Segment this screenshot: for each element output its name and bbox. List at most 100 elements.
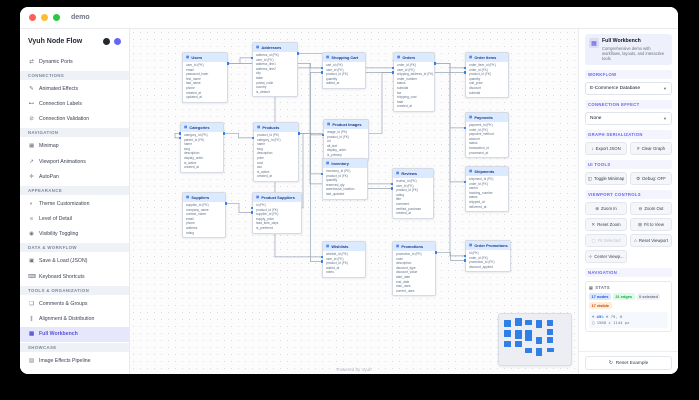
connection-handle[interactable]	[250, 206, 254, 210]
connection-handle[interactable]	[250, 56, 254, 60]
sidebar-item-dynamic-ports[interactable]: ⇄Dynamic Ports	[20, 54, 129, 69]
sidebar-item-full-workbench[interactable]: ▦Full Workbench	[20, 326, 129, 342]
connection-handle[interactable]	[391, 66, 395, 70]
node-header[interactable]: ▦Order Promotions	[466, 241, 510, 250]
brand-dot-icon[interactable]	[114, 37, 121, 45]
node-header[interactable]: ▦Order Items	[466, 53, 508, 62]
zoom-in-button[interactable]: ⊕ Zoom In	[585, 202, 627, 216]
connection-handle[interactable]	[391, 71, 395, 74]
connection-handle[interactable]	[433, 62, 437, 65]
workflow-select[interactable]: E-Commerce Database ▼	[585, 82, 672, 96]
connection-handle[interactable]	[463, 71, 467, 74]
connection-handle[interactable]	[178, 132, 182, 135]
connection-handle[interactable]	[320, 172, 324, 176]
connection-handle[interactable]	[222, 132, 226, 135]
sidebar-item-connection-labels[interactable]: ⊷Connection Labels	[20, 96, 129, 111]
connection-handle[interactable]	[320, 71, 324, 74]
node-header[interactable]: ▦Addresses	[253, 43, 297, 52]
node-header[interactable]: ▦Orders	[394, 53, 434, 62]
export-json-button[interactable]: ↓ Export JSON	[585, 142, 627, 156]
sidebar-item-animated-effects[interactable]: ✎Animated Effects	[20, 81, 129, 96]
node-header[interactable]: ▦Product Suppliers	[253, 193, 301, 202]
node-header[interactable]: ▦Shipments	[466, 167, 508, 176]
connection-handle[interactable]	[296, 52, 300, 55]
clear-graph-button[interactable]: # Clear Graph	[630, 142, 672, 156]
node-header[interactable]: ▦Wishlists	[323, 242, 365, 251]
node-header[interactable]: ▦Products	[254, 123, 298, 132]
connection-handle[interactable]	[463, 180, 467, 184]
debug-toggle-button[interactable]: ⚙ Debug: OFF	[630, 172, 672, 186]
sidebar-item-autopan[interactable]: ✛AutoPan	[20, 169, 129, 184]
sidebar-item-image-effects-pipeline[interactable]: ▨Image Effects Pipeline	[20, 354, 129, 369]
connection-effect-select[interactable]: None ▼	[585, 112, 672, 126]
minimize-window-icon[interactable]	[41, 14, 48, 21]
connection-handle[interactable]	[463, 259, 467, 262]
sidebar-item-alignment-distribution[interactable]: ∥Alignment & Distribution	[20, 311, 129, 326]
connection-handle[interactable]	[434, 251, 438, 254]
connection-handle[interactable]	[320, 66, 324, 70]
node-header[interactable]: ▦Shopping Cart	[323, 53, 365, 62]
connection-handle[interactable]	[390, 187, 394, 190]
zoom-out-button[interactable]: ⊖ Zoom Out	[630, 202, 672, 216]
reset-viewport-button[interactable]: ⌂ Reset Viewport	[630, 234, 672, 248]
sidebar-item-visibility-toggling[interactable]: ◉Visibility Toggling	[20, 227, 129, 242]
connection-handle[interactable]	[320, 260, 324, 263]
node-header[interactable]: ▦Payments	[466, 113, 508, 122]
fullscreen-window-icon[interactable]	[53, 14, 60, 21]
connection-handle[interactable]	[321, 133, 325, 137]
connection-handle[interactable]	[297, 132, 301, 135]
connection-handle[interactable]	[390, 182, 394, 186]
connection-handle[interactable]	[178, 136, 182, 140]
node-header[interactable]: ▦Promotions	[393, 242, 435, 251]
sidebar-item-minimap[interactable]: ▦Minimap	[20, 139, 129, 154]
node-header[interactable]: ▦Suppliers	[183, 193, 225, 202]
reset-example-button[interactable]: ↻ Reset Example	[585, 356, 672, 370]
sidebar-item-viewport-animations[interactable]: ↗Viewport Animations	[20, 154, 129, 169]
connection-handle[interactable]	[463, 126, 467, 130]
minimap[interactable]	[498, 313, 572, 366]
sidebar-item-comments-groups[interactable]: ❏Comments & Groups	[20, 296, 129, 311]
github-icon[interactable]	[103, 37, 110, 45]
close-window-icon[interactable]	[29, 14, 36, 21]
connection-handle[interactable]	[463, 254, 467, 258]
toggle-minimap-button[interactable]: ◫ Toggle Minimap	[585, 172, 627, 186]
node-header[interactable]: ▦Users	[183, 53, 227, 62]
connection-handle[interactable]	[250, 211, 254, 214]
connection-handle[interactable]	[463, 66, 467, 70]
connection-handle[interactable]	[320, 255, 324, 259]
center-viewport-button[interactable]: ⊹ Center Viewp...	[585, 250, 627, 264]
node-header[interactable]: ▦Reviews	[393, 169, 433, 178]
fit-selected-button[interactable]: ▢ Fit Selected	[585, 234, 627, 248]
reset-zoom-button[interactable]: ✕ Reset Zoom	[585, 218, 627, 232]
sidebar-item-save-load-json-[interactable]: ▣Save & Load (JSON)	[20, 254, 129, 269]
fit-to-view-button[interactable]: ⊞ Fit to View	[630, 218, 672, 232]
node-header[interactable]: ▦Inventory	[323, 159, 367, 168]
connection-handle[interactable]	[224, 202, 228, 205]
node-header[interactable]: ▦Categories	[181, 123, 223, 132]
connection-handle[interactable]	[226, 62, 230, 65]
sidebar-item-level-of-detail[interactable]: ≡Level of Detail	[20, 212, 129, 227]
sidebar-item-keyboard-shortcuts[interactable]: ⌨Keyboard Shortcuts	[20, 269, 129, 284]
sidebar-item-connection-validation[interactable]: ⊘Connection Validation	[20, 112, 129, 127]
node-header[interactable]: ▦Product Images	[324, 120, 368, 129]
sidebar-item-theme-customization[interactable]: ◐Theme Customization	[20, 196, 129, 211]
connection-handle[interactable]	[251, 136, 255, 140]
